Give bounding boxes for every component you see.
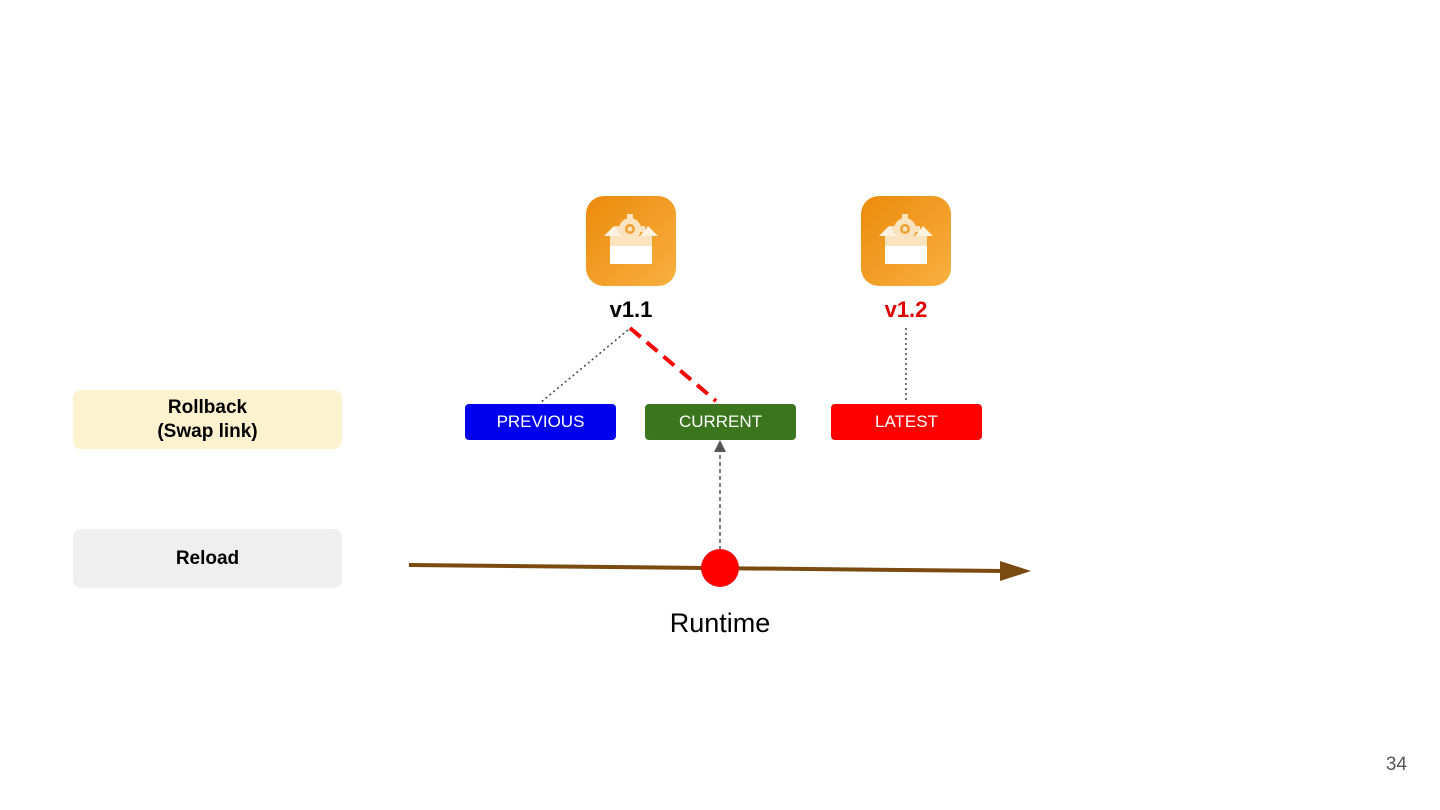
version-label-v1-1: v1.1 bbox=[609, 297, 653, 322]
latest-label-text: LATEST bbox=[875, 412, 938, 431]
current-pointer-label: CURRENT bbox=[645, 404, 796, 440]
reload-label: Reload bbox=[175, 547, 240, 569]
runtime-dot bbox=[701, 549, 739, 587]
previous-label-text: PREVIOUS bbox=[496, 412, 585, 431]
timeline-arrowhead bbox=[1000, 561, 1031, 581]
current-label-text: CURRENT bbox=[678, 412, 763, 431]
reload-label-box: Reload bbox=[73, 529, 342, 588]
current-link-line bbox=[628, 326, 718, 403]
version-label-v1-2: v1.2 bbox=[884, 297, 928, 322]
page-number: 34 bbox=[1385, 754, 1407, 775]
previous-link-line bbox=[539, 329, 629, 404]
latest-pointer-label: LATEST bbox=[831, 404, 982, 440]
rollback-label-box: Rollback (Swap link) bbox=[73, 390, 342, 449]
runtime-label: Runtime bbox=[669, 608, 771, 638]
rollback-label: Rollback (Swap link) bbox=[157, 396, 258, 442]
package-gear-icon bbox=[586, 196, 676, 286]
package-gear-icon bbox=[861, 196, 951, 286]
previous-pointer-label: PREVIOUS bbox=[465, 404, 616, 440]
